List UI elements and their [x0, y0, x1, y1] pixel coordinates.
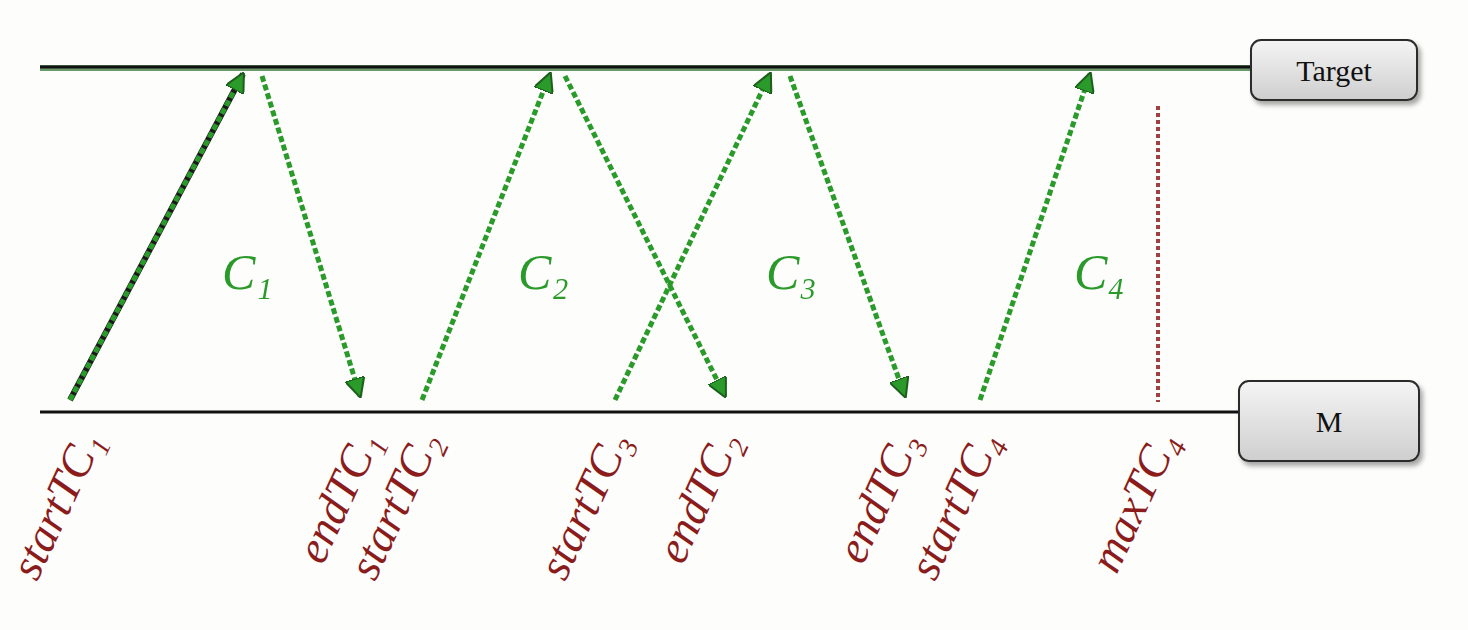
message-arrow: [422, 74, 550, 400]
time-label: endTC₂: [646, 423, 751, 570]
message-arrow: [70, 74, 243, 400]
message-label: C₁: [222, 244, 273, 300]
timeline-shade: [40, 65, 1255, 71]
time-label-box: endTC₂: [649, 424, 749, 569]
target-timeline: [40, 66, 1255, 69]
time-label: startTC₁: [0, 423, 112, 587]
time-label-box: maxTC₄: [1082, 424, 1187, 578]
message-label-box: C₄: [1074, 247, 1125, 297]
m-timeline: [40, 411, 1245, 414]
message-label: C₄: [1074, 244, 1125, 300]
lifeline-box: M: [1238, 380, 1420, 462]
lifeline-name: M: [1316, 405, 1343, 438]
message-arrow-shade: [70, 74, 243, 400]
message-label-box: C₁: [222, 247, 273, 297]
message-arrow: [615, 74, 770, 400]
message-label: C₃: [766, 244, 817, 300]
deadline-marker: [1156, 106, 1160, 402]
lifeline-box: Target: [1250, 39, 1418, 101]
message-arrows: [70, 74, 1090, 400]
message-arrow: [565, 76, 725, 396]
message-label-box: C₃: [766, 247, 817, 297]
lifeline-name: Target: [1296, 54, 1372, 87]
message-arrow: [980, 74, 1090, 400]
message-arrow: [790, 76, 905, 396]
message-label: C₂: [518, 244, 569, 300]
message-label-box: C₂: [518, 247, 569, 297]
time-label: startTC₃: [528, 423, 640, 587]
time-label-box: startTC₃: [531, 424, 639, 585]
message-arrow: [262, 76, 360, 396]
time-label-box: startTC₁: [3, 424, 111, 585]
time-label: maxTC₄: [1080, 423, 1189, 580]
